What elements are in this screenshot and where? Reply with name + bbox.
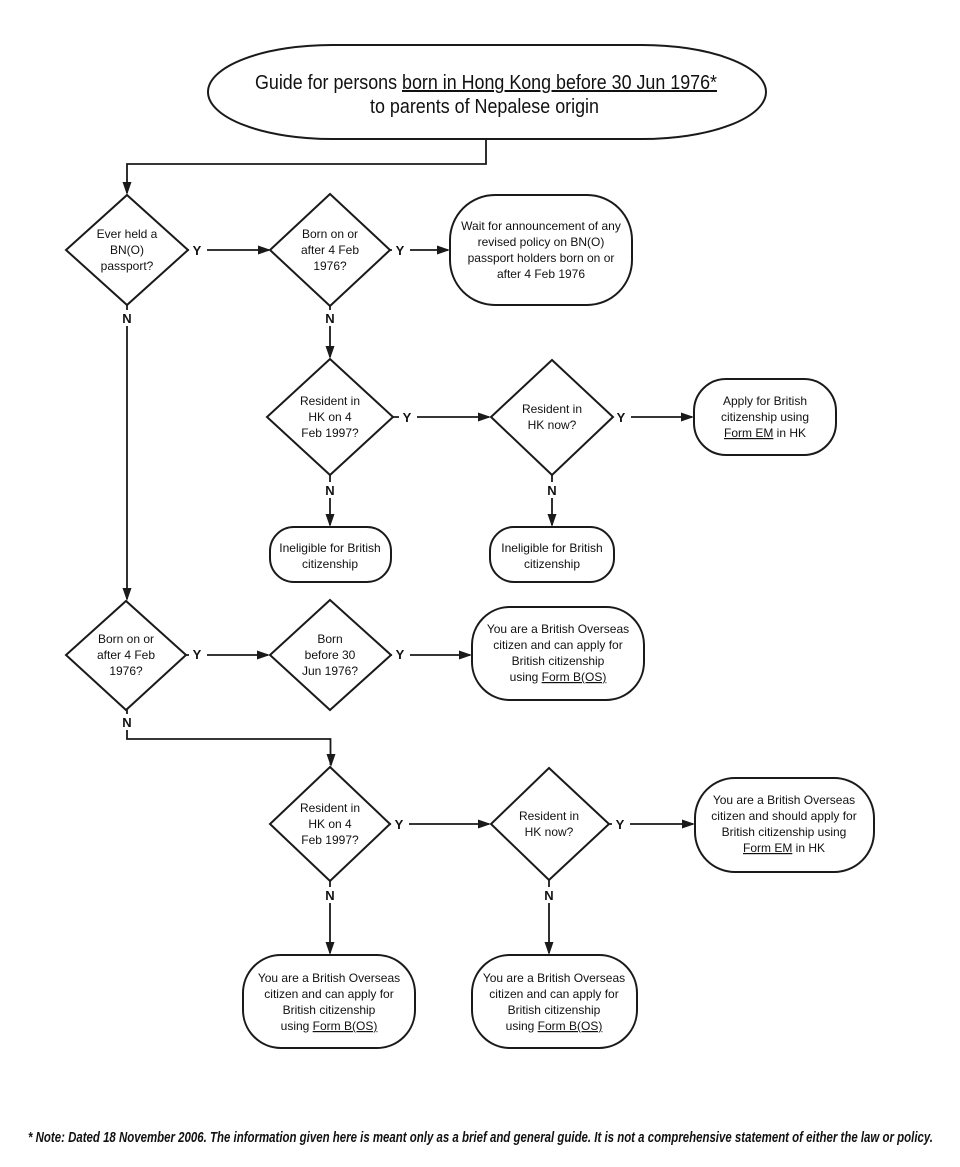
svg-text:Ineligible for British: Ineligible for British (501, 541, 602, 555)
svg-text:Resident in: Resident in (300, 801, 360, 815)
svg-text:Y: Y (616, 817, 625, 832)
svg-text:citizenship using: citizenship using (721, 410, 809, 424)
svg-text:citizen and can apply for: citizen and can apply for (264, 987, 393, 1001)
svg-text:passport?: passport? (101, 259, 154, 273)
svg-text:Y: Y (617, 410, 626, 425)
svg-text:using Form B(OS): using Form B(OS) (506, 1019, 603, 1033)
svg-text:Y: Y (193, 243, 202, 258)
svg-text:using Form B(OS): using Form B(OS) (281, 1019, 378, 1033)
svg-text:Ever held a: Ever held a (97, 227, 158, 241)
svg-text:1976?: 1976? (313, 259, 347, 273)
svg-text:Born: Born (317, 632, 342, 646)
svg-text:passport holders born on or: passport holders born on or (468, 251, 615, 265)
svg-text:You are a British Overseas: You are a British Overseas (487, 622, 629, 636)
svg-text:Y: Y (395, 817, 404, 832)
svg-text:citizen and can apply for: citizen and can apply for (489, 987, 618, 1001)
svg-text:* Note: Dated 18 November 2006: * Note: Dated 18 November 2006. The info… (28, 1130, 933, 1146)
svg-text:Feb 1997?: Feb 1997? (301, 426, 359, 440)
svg-text:citizen and should apply for: citizen and should apply for (711, 809, 856, 823)
svg-text:Jun 1976?: Jun 1976? (302, 664, 358, 678)
svg-text:British citizenship using: British citizenship using (722, 825, 847, 839)
svg-text:N: N (544, 888, 553, 903)
svg-text:to parents of Nepalese origin: to parents of Nepalese origin (370, 96, 599, 118)
svg-text:Resident in: Resident in (300, 394, 360, 408)
svg-text:Apply for British: Apply for British (723, 394, 807, 408)
svg-text:before 30: before 30 (305, 648, 356, 662)
svg-text:Born on or: Born on or (98, 632, 154, 646)
svg-text:Wait for announcement of any: Wait for announcement of any (461, 219, 621, 233)
svg-text:Y: Y (396, 647, 405, 662)
svg-text:N: N (325, 311, 334, 326)
svg-text:Resident in: Resident in (519, 809, 579, 823)
svg-text:after 4 Feb: after 4 Feb (301, 243, 359, 257)
svg-text:revised policy on BN(O): revised policy on BN(O) (478, 235, 605, 249)
svg-text:using Form B(OS): using Form B(OS) (510, 670, 607, 684)
svg-text:Ineligible for British: Ineligible for British (279, 541, 380, 555)
svg-text:citizenship: citizenship (524, 557, 580, 571)
svg-text:Form EM in HK: Form EM in HK (743, 841, 825, 855)
svg-text:Feb 1997?: Feb 1997? (301, 833, 359, 847)
svg-text:citizenship: citizenship (302, 557, 358, 571)
svg-text:Y: Y (396, 243, 405, 258)
svg-text:HK now?: HK now? (525, 825, 574, 839)
svg-text:after 4 Feb 1976: after 4 Feb 1976 (497, 267, 585, 281)
svg-text:You are a British Overseas: You are a British Overseas (258, 971, 400, 985)
svg-text:citizen and can apply for: citizen and can apply for (493, 638, 622, 652)
svg-text:Y: Y (403, 410, 412, 425)
svg-text:Guide for persons born in Hong: Guide for persons born in Hong Kong befo… (255, 72, 717, 94)
svg-text:HK on 4: HK on 4 (308, 410, 352, 424)
svg-text:Form EM in HK: Form EM in HK (724, 426, 806, 440)
svg-text:after 4 Feb: after 4 Feb (97, 648, 155, 662)
svg-text:Born on or: Born on or (302, 227, 358, 241)
svg-text:BN(O): BN(O) (110, 243, 144, 257)
svg-text:N: N (547, 483, 556, 498)
svg-text:Resident in: Resident in (522, 402, 582, 416)
svg-text:1976?: 1976? (109, 664, 143, 678)
svg-text:HK now?: HK now? (528, 418, 577, 432)
svg-text:British citizenship: British citizenship (512, 654, 605, 668)
svg-text:Y: Y (193, 647, 202, 662)
svg-text:N: N (122, 311, 131, 326)
svg-text:N: N (325, 483, 334, 498)
svg-text:N: N (122, 715, 131, 730)
svg-text:You are a British Overseas: You are a British Overseas (483, 971, 625, 985)
svg-text:British citizenship: British citizenship (508, 1003, 601, 1017)
svg-text:British citizenship: British citizenship (283, 1003, 376, 1017)
svg-text:You are a British Overseas: You are a British Overseas (713, 793, 855, 807)
svg-text:HK on 4: HK on 4 (308, 817, 352, 831)
svg-text:N: N (325, 888, 334, 903)
